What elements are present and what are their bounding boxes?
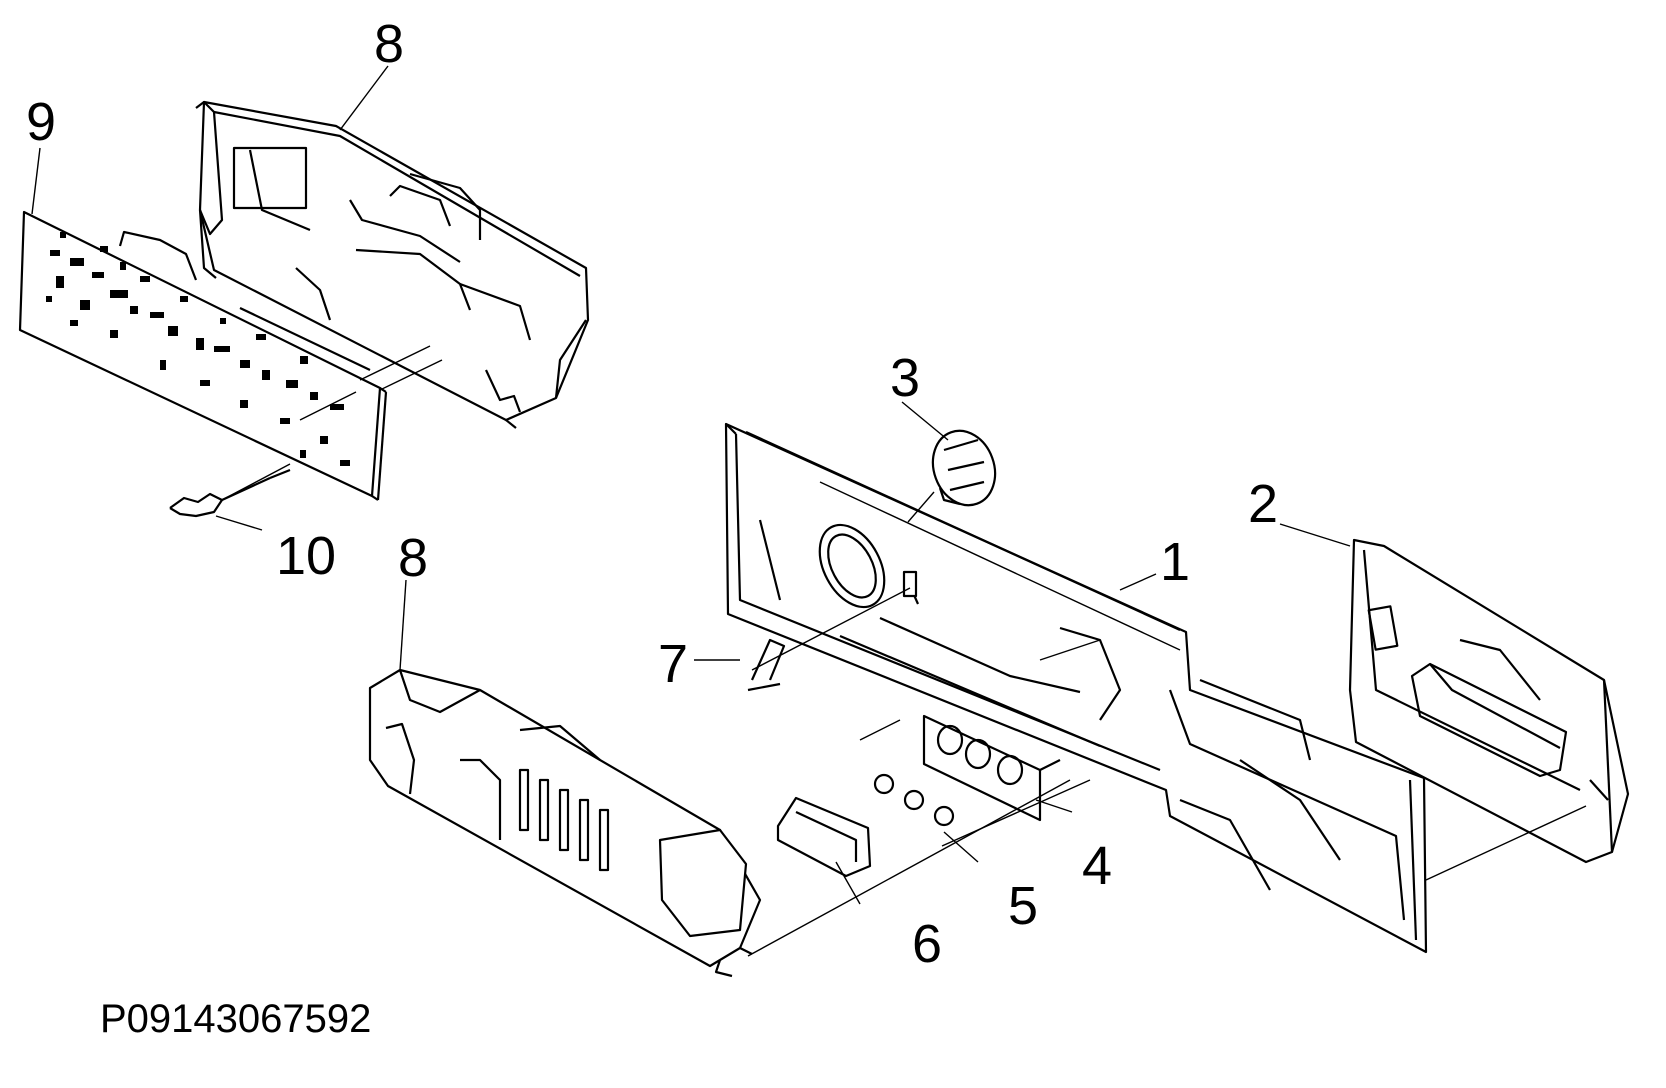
part-3-knob <box>931 429 997 507</box>
part-code: P09143067592 <box>100 997 371 1041</box>
part-9-control-board <box>18 210 388 501</box>
part-1-control-panel <box>724 422 1428 954</box>
callout-1: 1 <box>1160 532 1190 592</box>
callout-2: 2 <box>1248 474 1278 534</box>
callout-8-upper: 8 <box>374 14 404 74</box>
part-10-connector <box>169 468 291 518</box>
module-slots <box>518 768 610 872</box>
callouts: 1 2 3 4 5 6 7 8 8 9 10 <box>26 14 1278 974</box>
callout-3: 3 <box>890 348 920 408</box>
callout-4: 4 <box>1082 836 1112 896</box>
callout-5: 5 <box>1008 876 1038 936</box>
part-4-button-block <box>922 714 1061 822</box>
callout-7: 7 <box>658 634 688 694</box>
part-8-housing-lower <box>368 668 762 978</box>
part-2-cover <box>1348 538 1630 864</box>
board-components <box>46 232 350 466</box>
part-8-housing-upper <box>195 100 590 429</box>
callout-9: 9 <box>26 92 56 152</box>
part-6-lens <box>776 796 872 878</box>
callout-10: 10 <box>276 526 336 586</box>
callout-6: 6 <box>912 914 942 974</box>
leader-lines <box>31 65 1587 957</box>
part-5-buttons <box>873 773 955 827</box>
callout-8-lower: 8 <box>398 528 428 588</box>
